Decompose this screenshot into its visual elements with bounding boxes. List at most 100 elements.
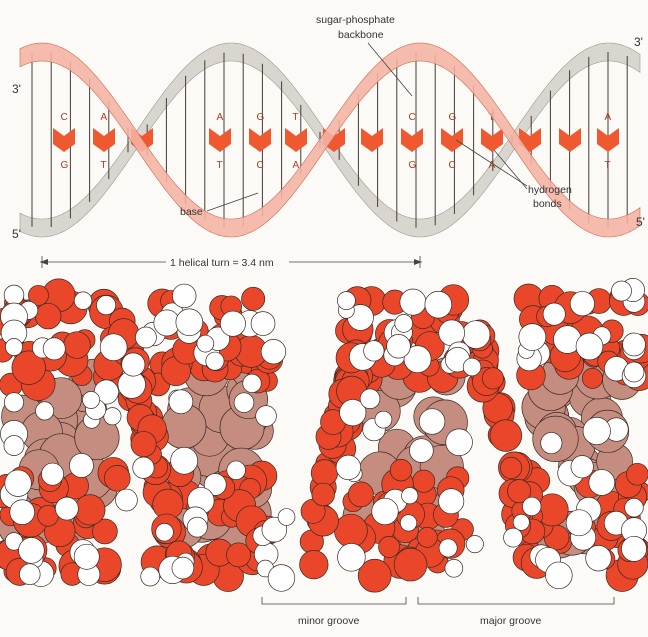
hydrogen-bonds-label-line2: bonds — [533, 198, 562, 210]
hydrogen-atom-white — [172, 284, 196, 308]
hydrogen-atom-white — [583, 417, 610, 444]
base-letter-top: G — [257, 112, 265, 123]
hydrogen-atom-white — [445, 559, 463, 577]
hydrogen-atom-white — [36, 402, 54, 420]
end-5prime-right: 5' — [636, 215, 645, 229]
hydrogen-atom-white — [220, 311, 245, 336]
end-3prime-right: 3' — [634, 35, 643, 49]
backbone-atom-red — [104, 465, 130, 491]
hydrogen-atom-white — [425, 291, 452, 318]
hydrogen-atom-white — [466, 535, 483, 552]
hydrogen-atom-white — [243, 374, 262, 393]
hydrogen-atom-white — [187, 517, 207, 537]
helical-turn-arrow-right — [414, 259, 422, 265]
hydrogen-atom-white — [410, 439, 434, 463]
base-letter-bottom: T — [605, 160, 611, 171]
backbone-atom-red — [482, 368, 503, 389]
backbone-atom-red — [334, 514, 367, 547]
hydrogen-atom-white — [504, 528, 523, 547]
backbone-atom-red — [582, 368, 602, 388]
hydrogen-atom-white — [172, 557, 194, 579]
hydrogen-atom-white — [55, 497, 78, 520]
base-letter-top: T — [293, 112, 299, 123]
base-label: base — [180, 206, 203, 218]
hydrogen-atom-white — [268, 565, 295, 592]
backbone-atom-red — [379, 536, 400, 557]
space-filling-model — [0, 278, 648, 592]
backbone-atom-red — [394, 548, 427, 581]
hydrogen-atom-white — [566, 510, 592, 536]
hydrogen-atom-white — [360, 389, 380, 409]
backbone-atom-red — [75, 495, 106, 526]
base-letter-top: C — [409, 112, 416, 123]
hydrogen-atom-white — [446, 429, 473, 456]
hydrogen-atom-white — [19, 564, 40, 585]
hydrogen-atom-white — [69, 453, 93, 477]
hydrogen-atom-white — [519, 324, 546, 351]
base-letter-bottom: C — [449, 160, 456, 171]
hydrogen-atom-white — [372, 498, 398, 524]
base-chevron — [361, 128, 383, 152]
minor-groove-label: minor groove — [298, 615, 359, 627]
hydrogen-atom-white — [4, 436, 24, 456]
backbone-label-line2: backbone — [338, 29, 384, 41]
hydrogen-atom-white — [4, 285, 24, 305]
hydrogen-atom-white — [402, 488, 418, 504]
base-letter-top: A — [605, 112, 612, 123]
hydrogen-atom-white — [570, 291, 594, 315]
base-letter-bottom: T — [101, 160, 107, 171]
hydrogen-atom-white — [543, 303, 565, 325]
hydrogen-atom-white — [611, 281, 631, 301]
major-groove-label: major groove — [480, 615, 541, 627]
hydrogen-atom-white — [96, 296, 115, 315]
hydrogen-atom-white — [10, 500, 35, 525]
end-3prime-left: 3' — [12, 82, 21, 96]
hydrogen-atom-white — [625, 498, 644, 517]
base-chevron — [441, 128, 463, 152]
hydrogen-atom-white — [156, 523, 174, 541]
hydrogen-atom-white — [278, 509, 295, 526]
hydrogen-atom-white — [83, 391, 100, 408]
base-chevron — [53, 128, 75, 152]
base-letter-top: G — [449, 112, 457, 123]
hydrogen-atom-white — [133, 457, 154, 478]
hydrogen-atom-white — [5, 470, 32, 497]
hydrogen-atom-white — [261, 339, 286, 364]
base-letter-bottom: G — [409, 160, 417, 171]
hydrogen-atom-white — [171, 447, 198, 474]
hydrogen-atom-white — [169, 390, 193, 414]
backbone-atom-red — [626, 463, 648, 485]
backbone-atom-red — [412, 470, 434, 492]
hydrogen-atom-white — [135, 327, 156, 348]
backbone-atom-red — [300, 550, 329, 579]
backbone-atom-red — [35, 303, 61, 329]
hydrogen-atom-white — [400, 289, 426, 315]
hydrogen-atom-white — [336, 455, 361, 480]
hydrogen-atom-white — [541, 432, 562, 453]
base-letter-bottom: T — [217, 160, 223, 171]
hydrogen-atom-white — [387, 334, 411, 358]
base-letter-bottom: G — [61, 160, 69, 171]
base-letter-top: A — [101, 112, 108, 123]
hydrogen-atom-white — [4, 393, 23, 412]
hydrogen-atom-white — [375, 411, 392, 428]
hydrogen-atom-white — [513, 514, 529, 530]
hydrogen-atom-white — [522, 497, 541, 516]
hydrogen-atom-white — [256, 406, 277, 427]
hydrogen-atom-white — [43, 338, 65, 360]
backbone-label-line1: sugar-phosphate — [316, 14, 395, 26]
backbone-atom-red — [390, 459, 412, 481]
backbone-atom-red — [312, 483, 335, 506]
hydrogen-atom-white — [141, 567, 160, 586]
hydrogen-bonds-label-line1: hydrogen — [528, 184, 572, 196]
hydrogen-atom-white — [439, 489, 464, 514]
hydrogen-atom-white — [419, 409, 445, 435]
base-letter-bottom: C — [257, 160, 264, 171]
hydrogen-atom-white — [74, 544, 99, 569]
base-letter-top: A — [217, 112, 224, 123]
hydrogen-atom-white — [589, 470, 615, 496]
hydrogen-atom-white — [104, 408, 121, 425]
base-leader-line — [207, 193, 258, 211]
